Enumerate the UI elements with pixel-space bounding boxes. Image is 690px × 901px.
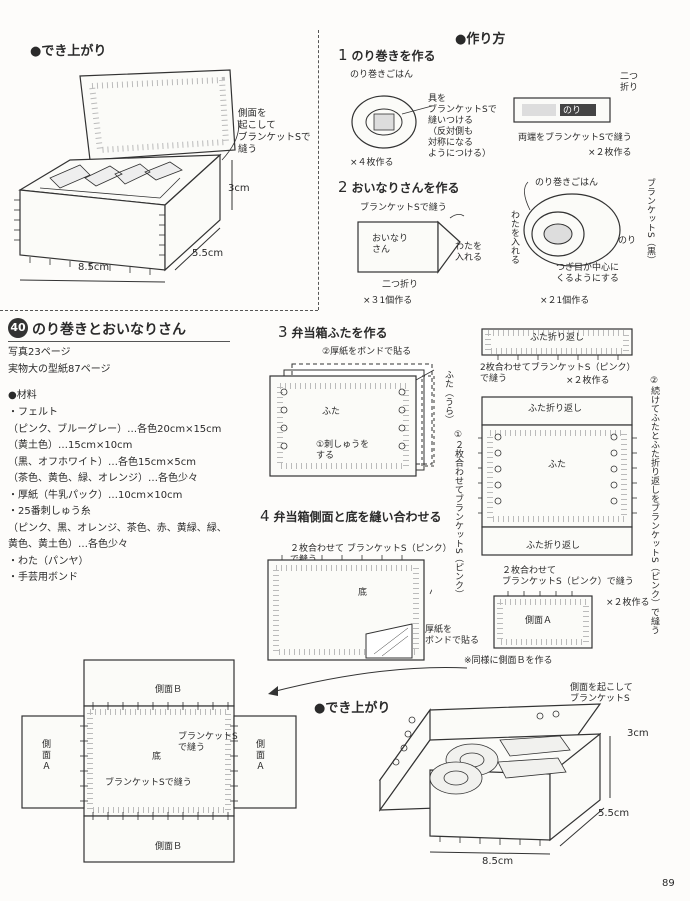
final-dim-width: 8.5cm <box>482 856 514 867</box>
assembly-side-a-left: 側 面 Ａ <box>42 740 52 772</box>
step4-base-label: 底 <box>358 588 368 598</box>
step1-roll <box>523 181 621 267</box>
step2-fold-note: 二つ折り <box>382 280 419 290</box>
step3-embroidery-note: ①刺しゅうを する <box>316 440 370 461</box>
step1-rice-disc <box>351 95 433 149</box>
step1-roll-count: ×２1個作る <box>540 296 590 306</box>
final-dim-height: 3cm <box>627 728 649 739</box>
step1-count: ×４枚作る <box>350 158 394 168</box>
finished-header: ●でき上がり <box>30 44 107 59</box>
materials-header: ●材料 <box>8 390 37 401</box>
step3-lid-panel <box>269 363 435 477</box>
step4-side-a-note: ２枚合わせて ブランケットS（ピンク）で縫う <box>502 566 634 587</box>
step3-center: ふた <box>548 460 567 470</box>
step3-cardboard-note: ②厚紙をボンドで貼る <box>322 347 412 357</box>
material-line: ・25番刺しゅう糸 <box>8 506 91 517</box>
final-header: ●でき上がり <box>314 701 391 716</box>
assembly-side-a-right: 側 面 Ａ <box>256 740 266 772</box>
step2-inari-body <box>357 214 465 274</box>
step4-side-a-count: ×２枚作る <box>606 598 650 608</box>
step4-cardboard-note: 厚紙を ボンドで貼る <box>425 625 480 646</box>
finished-box-illustration <box>14 69 240 283</box>
step1-nori-count: ×２枚作る <box>588 148 632 158</box>
step1-edge-note: 両端をブランケットSで縫う <box>518 133 632 143</box>
material-line: ・わた（パンヤ） <box>8 555 89 567</box>
material-line: （黒、オフホワイト）…各色15cm×5cm <box>8 456 196 468</box>
step3-fold-back-note: 2枚合わせてブランケットS（ピンク） で縫う <box>480 363 636 384</box>
material-line: ・厚紙（牛乳パック）…10cm×10cm <box>8 489 183 501</box>
materials-list: ・フェルト （ピンク、ブルーグレー）…各色20cm×15cm （黄土色）…15c… <box>8 405 248 587</box>
material-line: （ピンク、ブルーグレー）…各色20cm×15cm <box>8 423 222 435</box>
step1-roll-seam: つぎ目が中心に くるようにする <box>556 263 620 284</box>
step1-roll-cotton: わたを入れる <box>509 210 519 264</box>
step3-assembled-lid <box>478 396 637 556</box>
final-dim-depth: 5.5cm <box>598 808 630 819</box>
assembly-stitch-note-1: ブランケットS で縫う <box>178 732 238 753</box>
step1-nori-label: のり <box>563 106 582 116</box>
pattern-ref: 実物大の型紙87ページ <box>8 364 111 375</box>
assembly-side-b-top: 側面Ｂ <box>155 685 183 695</box>
step1-filling-note: 具を ブランケットSで 縫いつける （反対側も 対称になる ようにつける） <box>428 94 497 159</box>
howto-header: ●作り方 <box>455 32 506 47</box>
step3-fold-back-count: ×２枚作る <box>566 376 610 386</box>
step4-arrow <box>268 667 468 696</box>
assembly-net <box>21 659 297 863</box>
step3-fold-back-label: ふた折り返し <box>530 333 585 343</box>
material-line: （茶色、黄色、緑、オレンジ）…各色少々 <box>8 473 198 484</box>
step3-side-note: ①２枚合わせてブランケットS（ピンク） <box>453 430 463 599</box>
material-line: ・手芸用ボンド <box>8 572 78 583</box>
step4-base-panel <box>267 555 432 661</box>
page-number: 89 <box>662 878 675 889</box>
step1-nori-sheet <box>513 97 611 123</box>
step3-bottom-fold: ふた折り返し <box>526 541 581 551</box>
step2-count: ×３1個作る <box>363 296 413 306</box>
material-line: ・フェルト <box>8 407 58 418</box>
step4-side-b-note: ※同様に側面Ｂを作る <box>464 656 553 666</box>
step3-lid-label: ふた <box>322 407 341 417</box>
divider-vertical <box>318 30 319 310</box>
step1-rice-label: のり巻きごはん <box>350 70 414 80</box>
step2-stitch-note: ブランケットSで縫う <box>360 203 447 213</box>
finished-dim-depth: 5.5cm <box>192 248 224 259</box>
step3-continue-note: ②続けてふたとふた折り返しをブランケットS（ピンク）で縫う <box>649 376 659 635</box>
assembly-stitch-note-2: ブランケットSで縫う <box>105 778 192 788</box>
material-line: 黄色、黄土色）…各色少々 <box>8 539 128 550</box>
step1-fold-label: 二つ 折り <box>620 72 639 93</box>
final-box-illustration <box>378 703 611 855</box>
step3-fold-back-strip <box>481 328 633 360</box>
assembly-base: 底 <box>152 752 162 762</box>
title-underline <box>8 341 230 342</box>
assembly-side-b-bottom: 側面Ｂ <box>155 842 183 852</box>
finished-dim-height: 3cm <box>228 183 250 194</box>
step3-lid-back: ふた（うら） <box>443 370 453 424</box>
divider-horizontal <box>0 310 318 311</box>
project-title: のり巻きとおいなりさん <box>32 322 186 338</box>
photo-ref: 写真23ページ <box>8 347 71 358</box>
step1-roll-stitch: ブランケットS（黒） <box>645 178 655 265</box>
finished-dim-width: 8.5cm <box>78 262 110 273</box>
finished-annotation: 側面を 起こして ブランケットSで 縫う <box>238 108 311 155</box>
material-line: （ピンク、黒、オレンジ、茶色、赤、黄緑、緑、 <box>8 522 227 534</box>
step1-roll-nori: のり <box>618 236 637 246</box>
material-line: （黄土色）…15cm×10cm <box>8 440 133 451</box>
step4-side-a-label: 側面Ａ <box>525 616 553 626</box>
project-number-badge: 40 <box>8 318 28 338</box>
step4-side-a-panel <box>493 591 593 649</box>
step2-cotton-note: わたを 入れる <box>455 242 483 263</box>
step2-body-label: おいなり さん <box>372 234 409 255</box>
step3-top-fold: ふた折り返し <box>528 404 583 414</box>
step1-roll-rice-label: のり巻きごはん <box>535 178 599 188</box>
